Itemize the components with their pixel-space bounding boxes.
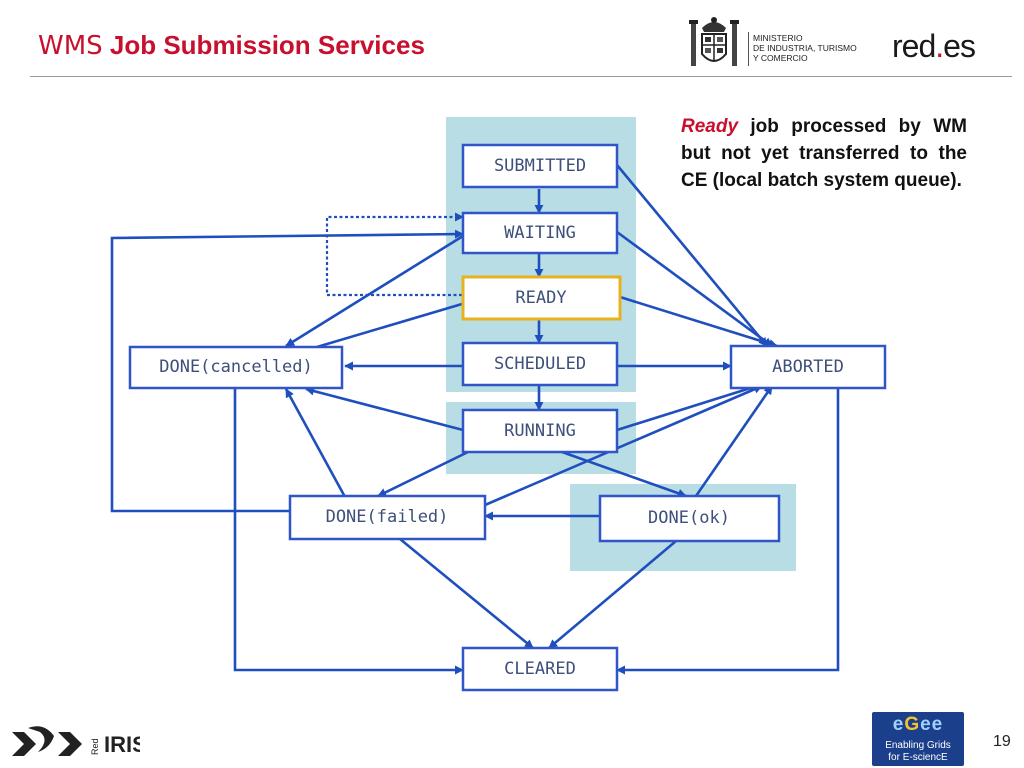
note-keyword: Ready [681, 116, 739, 137]
arrow-ok-aborted [694, 385, 774, 497]
logo-es: es [943, 28, 976, 64]
logo-dot: . [935, 28, 944, 64]
coat-of-arms-icon [689, 17, 739, 66]
state-done-cancelled-box [128, 345, 344, 390]
egee-e1: e [892, 714, 905, 735]
egee-wordmark: eGee [872, 714, 964, 736]
egee-ee: ee [920, 714, 944, 735]
state-waiting-box [461, 211, 619, 255]
state-running-box [461, 408, 619, 454]
egee-tagline: Enabling Grids for E-sciencE [872, 740, 964, 764]
state-cleared-box [461, 646, 619, 692]
ministry-line-2: DE INDUSTRIA, TURISMO [753, 43, 857, 53]
state-done-cancelled: DONE(cancelled) [159, 357, 313, 377]
note-text: job processed by WM but not yet transfer… [681, 116, 967, 191]
logo-red: red [892, 28, 936, 64]
rediris-red: Red [90, 738, 100, 755]
arrow-running-failed [377, 450, 469, 498]
rediris-logo: Red IRIS [12, 726, 140, 757]
arrow-failed-cancelled [284, 388, 347, 498]
ready-explanation: Ready job processed by WM but not yet tr… [681, 113, 967, 194]
egee-logo: eGee Enabling Grids for E-sciencE [872, 712, 964, 766]
egee-tagline-1: Enabling Grids [885, 740, 951, 751]
slide-title: WMS Job Submission Services [38, 30, 425, 61]
header-rule [30, 76, 1012, 77]
arrow-waiting-aborted [616, 230, 773, 348]
ministry-line-3: Y COMERCIO [753, 53, 808, 63]
arrow-failed-resubmit [110, 229, 464, 513]
arrow-submitted-aborted [615, 164, 769, 347]
arrow-ready-waiting-retry [325, 212, 464, 297]
state-scheduled: SCHEDULED [494, 354, 586, 374]
arrow-running-cancelled [305, 386, 464, 432]
state-done-ok-box [598, 494, 781, 543]
state-done-failed-box [288, 494, 487, 541]
state-submitted: SUBMITTED [494, 156, 586, 176]
red-es-logo: red.es [892, 28, 976, 65]
arrow-failed-aborted [484, 384, 763, 507]
arrow-ok-cleared [548, 540, 677, 649]
arrow-ready-cancelled [299, 302, 463, 355]
arrow-running-done-ok [561, 450, 687, 498]
title-prefix: WMS [38, 31, 103, 61]
state-done-failed: DONE(failed) [326, 507, 449, 527]
arrow-ready-aborted [619, 295, 778, 348]
state-scheduled-box [461, 341, 619, 387]
state-ready: READY [515, 288, 566, 308]
state-done-ok: DONE(ok) [648, 508, 730, 528]
state-running: RUNNING [504, 421, 576, 441]
state-waiting: WAITING [504, 223, 576, 243]
page-number: 19 [993, 733, 1011, 750]
state-aborted: ABORTED [772, 357, 844, 377]
egee-tagline-2: for E-sciencE [888, 752, 948, 763]
state-cleared: CLEARED [504, 659, 576, 679]
ministry-line-1: MINISTERIO [753, 33, 803, 43]
arrow-waiting-cancelled [285, 234, 464, 348]
arrow-running-aborted [616, 384, 758, 432]
state-ready-box [461, 275, 622, 321]
rediris-iris: IRIS [104, 732, 140, 757]
ministry-label: MINISTERIO DE INDUSTRIA, TURISMO Y COMER… [753, 33, 857, 63]
egee-g: G [904, 714, 921, 735]
arrow-aborted-cleared [616, 388, 840, 675]
state-aborted-box [729, 344, 887, 390]
state-submitted-box [461, 143, 619, 189]
ministry-divider [748, 32, 749, 66]
title-main: Job Submission Services [109, 30, 425, 60]
arrow-failed-cleared [399, 537, 534, 650]
arrow-cancelled-cleared [233, 388, 464, 675]
